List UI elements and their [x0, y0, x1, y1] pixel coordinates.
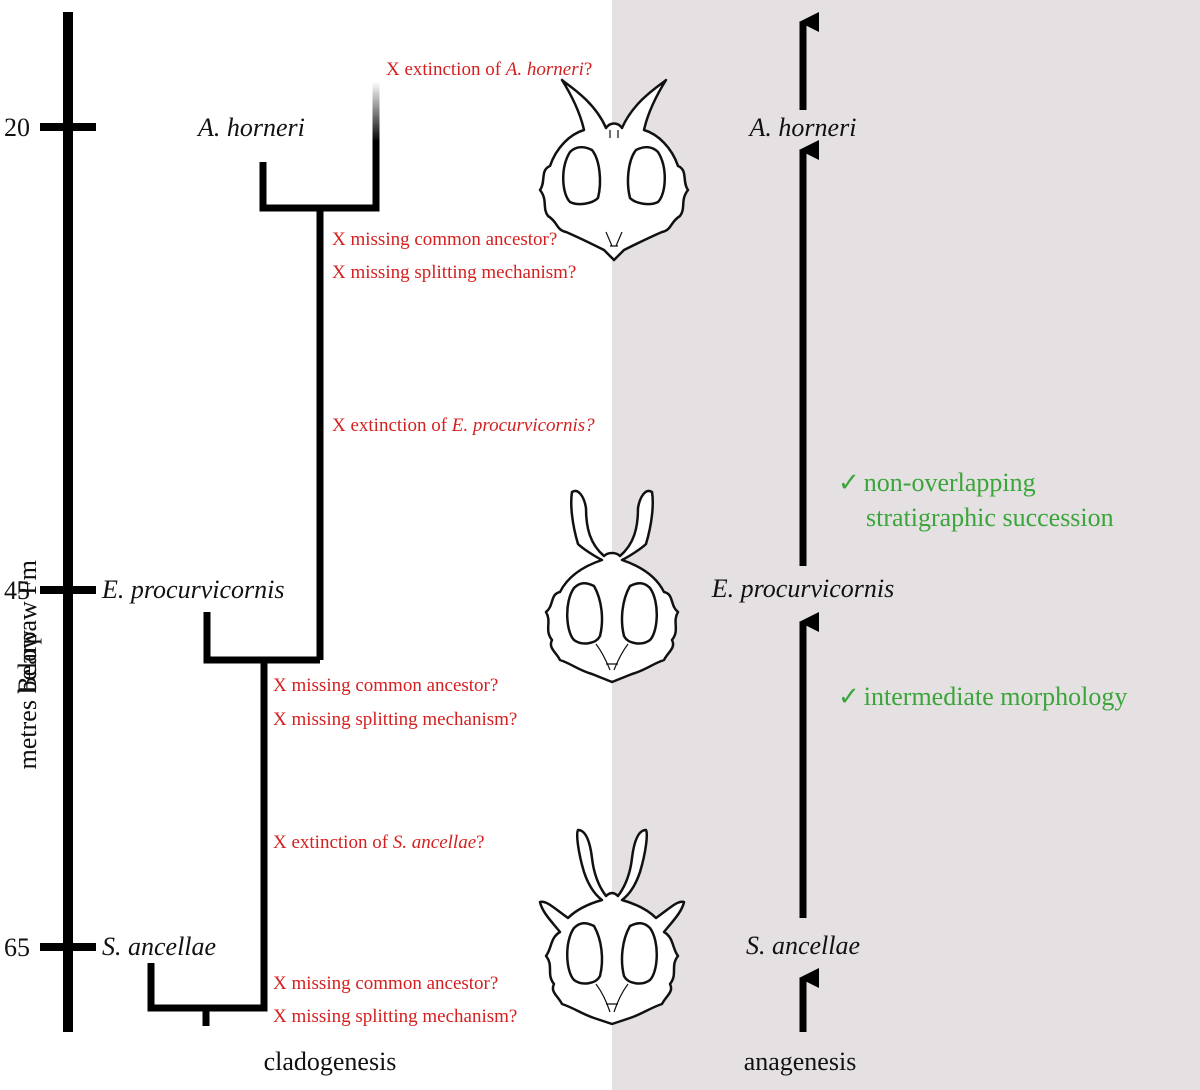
axis-tick-label-20: 20 [4, 113, 30, 142]
clado-taxon-s-ancellae: S. ancellae [102, 932, 216, 961]
check-succession-line-1: ✓non-overlapping [838, 468, 1036, 497]
branch-a-horneri [259, 140, 380, 212]
clado-taxon-e-procurvicornis: E. procurvicornis [101, 575, 284, 604]
cladogram [147, 140, 380, 1026]
note-extinction-a-horneri: X extinction of A. horneri? [386, 59, 592, 80]
branch-e-procurvicornis [203, 612, 320, 664]
ana-taxon-e-procurvicornis: E. procurvicornis [711, 574, 894, 603]
ana-taxon-s-ancellae: S. ancellae [746, 931, 860, 960]
check-mark-icon: ✓ [838, 682, 860, 711]
axis-title-line-1: metres below [13, 630, 42, 770]
ghost-lineage-fade [372, 82, 380, 142]
skull-e-procurvicornis-image [544, 489, 680, 684]
skull-s-ancellae-image [538, 828, 686, 1026]
clado-taxon-a-horneri: A. horneri [196, 113, 305, 142]
anagenesis-panel-background [612, 0, 1200, 1090]
note-extinction-s-ancellae: X extinction of S. ancellae? [273, 832, 485, 853]
ana-taxon-a-horneri: A. horneri [748, 113, 857, 142]
check-morphology: ✓intermediate morphology [838, 682, 1127, 711]
note-missing-ancestor-3: X missing common ancestor? [273, 973, 498, 994]
note-missing-mechanism-3: X missing splitting mechanism? [273, 1006, 517, 1027]
axis-tick-label-65: 65 [4, 933, 30, 962]
skull-a-horneri-image [538, 78, 690, 262]
note-extinction-e-procurvicornis: X extinction of E. procurvicornis? [332, 415, 595, 436]
cladogenesis-label: cladogenesis [264, 1047, 397, 1076]
note-missing-ancestor-1: X missing common ancestor? [332, 229, 557, 250]
stratigraphic-axis: 20 45 65 Bearpaw Fm metres below [4, 12, 96, 1032]
anagenesis-label: anagenesis [744, 1047, 857, 1076]
axis-tick-label-45: 45 [4, 576, 30, 605]
note-missing-ancestor-2: X missing common ancestor? [273, 675, 498, 696]
axis-title-line-2: Bearpaw Fm [13, 560, 42, 694]
check-mark-icon: ✓ [838, 468, 860, 497]
note-missing-mechanism-1: X missing splitting mechanism? [332, 262, 576, 283]
note-missing-mechanism-2: X missing splitting mechanism? [273, 709, 517, 730]
check-succession-line-2: stratigraphic succession [866, 503, 1114, 532]
